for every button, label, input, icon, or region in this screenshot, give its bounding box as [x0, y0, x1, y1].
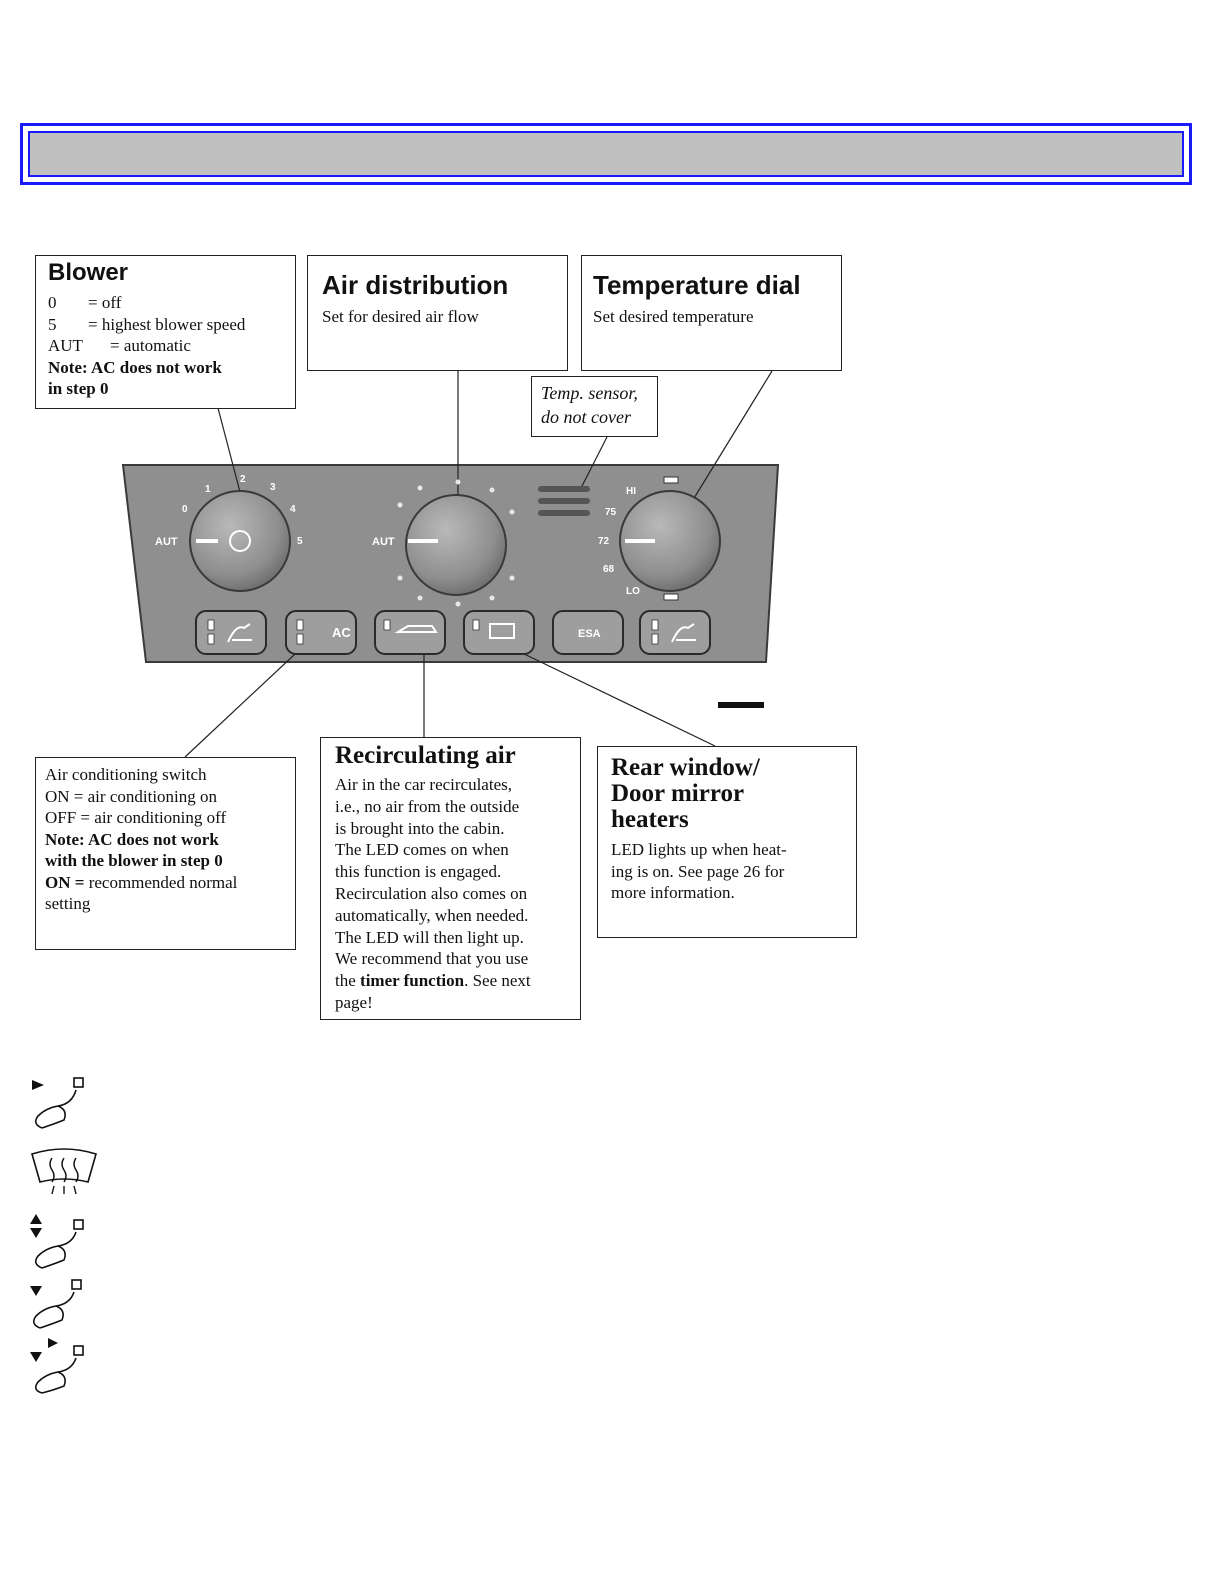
blower-leader: [217, 407, 241, 493]
distribution-aut-label: AUT: [372, 536, 395, 548]
dash-mark: [718, 702, 764, 708]
sensor-leader: [579, 436, 608, 491]
blower-key-5: 5: [48, 314, 57, 334]
rear-line-0: LED lights up when heat-: [611, 840, 787, 859]
recirc-last-bold: timer function: [360, 971, 465, 991]
seat-icon-right: [671, 623, 696, 643]
blower-callout: Blower 0 = off 5 = highest blower speed AU…: [35, 255, 296, 409]
temp-mark-68: 68: [603, 564, 615, 575]
blower-note-1: Note: AC does not work: [48, 357, 222, 377]
rear-title-2: Door mirror: [611, 780, 745, 807]
recirc-line-3: The LED comes on when: [335, 840, 509, 860]
header-bar: [20, 123, 1192, 185]
blower-scale-1: 1: [205, 484, 211, 495]
blower-key-aut: AUT: [48, 336, 83, 355]
temperature-knob: [619, 490, 721, 592]
recirculating-callout: Recirculating air Air in the car recircu…: [320, 737, 581, 1020]
blower-scale-0: 0: [182, 504, 188, 515]
ac-button-label: AC: [332, 625, 351, 640]
car-recirc-icon: [394, 625, 438, 633]
seat-heater-right-button: [639, 610, 711, 655]
temp-mark-72: 72: [598, 536, 610, 547]
defroster-icon: [31, 1148, 97, 1195]
seat-icon-left: [227, 623, 252, 643]
recirc-line-0: Air in the car recirculates,: [335, 775, 512, 794]
air-distribution-title: Air distribution: [322, 270, 509, 300]
ac-on-bold: ON =: [45, 872, 85, 892]
air-distribution-callout: Air distribution Set for desired air flo…: [307, 255, 568, 371]
rear-window-leader: [519, 651, 716, 747]
distribution-knob: [405, 494, 507, 596]
temperature-scale: HI 75 72 68 LO: [598, 486, 640, 597]
blower-val-0: = off: [88, 293, 122, 312]
ac-line-3: OFF = air conditioning off: [45, 808, 227, 827]
esa-button: [552, 610, 624, 655]
recirc-last-pre: the: [335, 971, 361, 991]
blower-knob: [189, 490, 291, 592]
rear-line-2: more information.: [611, 883, 735, 902]
rear-window-icon: [489, 623, 515, 639]
air-distribution-text: Set for desired air flow: [322, 307, 479, 326]
blower-aut-label: AUT: [155, 536, 178, 548]
ac-leader: [184, 639, 311, 758]
ac-switch-callout: Air conditioning switch ON = air conditi…: [35, 757, 296, 950]
header-bar-inner: [28, 131, 1184, 177]
temperature-text: Set desired temperature: [593, 307, 754, 326]
face-floor-vent-icon: [30, 1214, 84, 1269]
ac-on-rest: recommended normal: [84, 872, 238, 892]
temperature-title: Temperature dial: [593, 270, 801, 300]
recirc-line-1: i.e., no air from the outside: [335, 796, 520, 816]
ac-note-2: with the blower in step 0: [45, 851, 223, 870]
sensor-line-1: Temp. sensor,: [541, 383, 638, 403]
ac-note-1: Note: AC does not work: [45, 829, 219, 849]
ac-button: [285, 610, 357, 655]
face-vent-icon: [32, 1077, 84, 1129]
blower-scale-4: 4: [290, 504, 296, 515]
blower-val-aut: = automatic: [110, 336, 191, 355]
recirc-last-post: . See next: [464, 971, 531, 991]
ac-line-2: ON = air conditioning on: [45, 786, 218, 806]
sensor-line-2: do not cover: [541, 407, 631, 427]
rear-title-1: Rear window/: [611, 754, 760, 781]
temp-mark-75: 75: [605, 507, 617, 518]
blower-val-5: = highest blower speed: [88, 314, 246, 334]
distribution-scale-dots: [397, 479, 515, 607]
temperature-callout: Temperature dial Set desired temperature: [581, 255, 842, 371]
recirc-line-4: this function is engaged.: [335, 862, 502, 882]
ac-line-1: Air conditioning switch: [45, 765, 207, 784]
rear-title-3: heaters: [611, 806, 689, 833]
blower-title: Blower: [48, 259, 129, 286]
rear-window-callout: Rear window/ Door mirror heaters LED lig…: [597, 746, 857, 938]
recirc-line-8: We recommend that you use: [335, 949, 529, 969]
blower-scale-3: 3: [270, 482, 276, 493]
recirc-final: page!: [335, 992, 373, 1012]
temp-sensor-callout: Temp. sensor, do not cover: [531, 376, 658, 437]
floor-defrost-vent-icon: [30, 1338, 84, 1394]
blower-note-2: in step 0: [48, 379, 109, 398]
rear-line-1: ing is on. See page 26 for: [611, 861, 785, 881]
seat-heater-left-button: [195, 610, 267, 655]
blower-scale: 0 1 2 3 4 5: [182, 474, 303, 547]
floor-vent-icon: [30, 1279, 82, 1329]
ac-on-line2: setting: [45, 894, 91, 913]
recirculating-title: Recirculating air: [335, 742, 516, 769]
temp-mark-lo: LO: [626, 586, 640, 597]
esa-button-label: ESA: [578, 628, 601, 640]
recirculation-button: [374, 610, 446, 655]
temperature-leader: [687, 370, 773, 509]
rear-defrost-button: [463, 610, 535, 655]
recirc-line-7: The LED will then light up.: [335, 927, 524, 947]
blower-key-0: 0: [48, 293, 57, 312]
temp-mark-hi: HI: [626, 486, 636, 497]
blower-scale-5: 5: [297, 536, 303, 547]
recirc-line-5: Recirculation also comes on: [335, 883, 528, 903]
fan-icon: [229, 530, 251, 552]
blower-scale-2: 2: [240, 474, 246, 485]
recirc-line-6: automatically, when needed.: [335, 905, 529, 925]
panel-body: [121, 464, 780, 663]
recirc-line-2: is brought into the cabin.: [335, 818, 505, 838]
